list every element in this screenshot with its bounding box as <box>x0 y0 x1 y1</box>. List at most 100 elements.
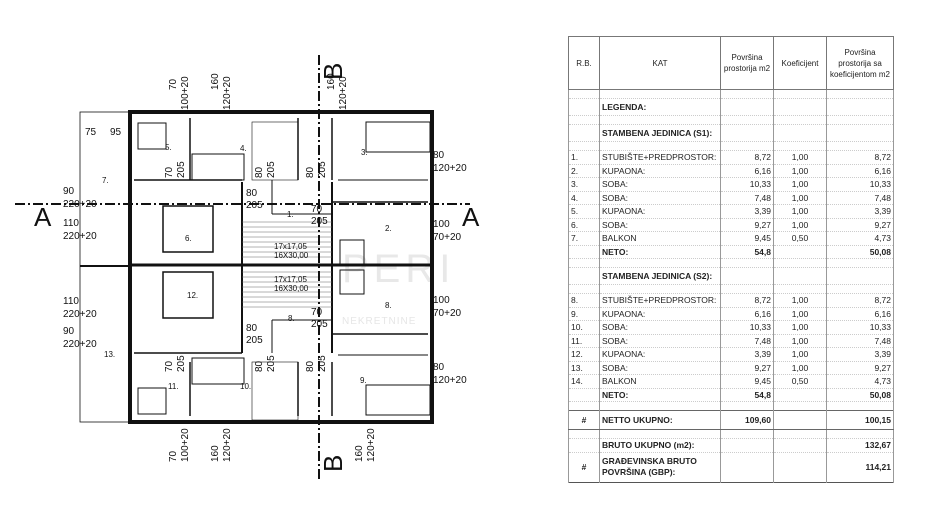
dimension-label: 160 <box>354 445 365 462</box>
plan-element <box>365 121 431 153</box>
cell-kat: NETO: <box>599 244 721 259</box>
cell-koef: 1,00 <box>773 204 827 219</box>
header-kat: KAT <box>599 36 721 90</box>
cell-kat: SOBA: <box>599 333 721 348</box>
dimension-label: 110 <box>63 218 79 229</box>
cell-kat: SOBA: <box>599 190 721 205</box>
dimension-label: 80 <box>305 166 316 178</box>
stair-spec: 17x17,05 <box>274 242 307 251</box>
cell-povk: 7,48 <box>826 190 894 205</box>
cell-pov <box>720 89 774 99</box>
dimension-label: 70 <box>168 450 179 462</box>
cell-povk <box>826 429 894 439</box>
cell-koef: 1,00 <box>773 320 827 335</box>
cell-kat <box>599 401 721 411</box>
cell-koef: 1,00 <box>773 217 827 232</box>
room-number: 1. <box>287 210 294 219</box>
room-number: 7. <box>102 176 109 185</box>
cell-rb: 11. <box>568 333 600 348</box>
dimension-label: 80 <box>305 360 316 372</box>
cell-povk: 4,73 <box>826 231 894 246</box>
cell-koef <box>773 124 827 142</box>
cell-pov: 109,60 <box>720 410 774 430</box>
dimension-label: 70 <box>311 204 323 215</box>
table-row-blank <box>568 401 894 411</box>
dimension-label: 120+20 <box>433 163 467 174</box>
cell-pov <box>720 124 774 142</box>
cell-pov <box>720 141 774 151</box>
dimension-label: 70 <box>164 360 175 372</box>
cell-rb <box>568 141 600 151</box>
dimension-label: 100+20 <box>180 76 191 110</box>
cell-kat <box>599 429 721 439</box>
cell-povk: 8,72 <box>826 150 894 165</box>
table-row-blank <box>568 115 894 125</box>
room-number: 8. <box>385 301 392 310</box>
cell-pov: 10,33 <box>720 177 774 192</box>
cell-rb: 8. <box>568 293 600 308</box>
cell-povk: 3,39 <box>826 204 894 219</box>
dimension-label: 75 <box>85 127 97 138</box>
section-label: A <box>34 202 52 232</box>
stair-spec: 16X30,00 <box>274 251 309 260</box>
cell-koef: 1,00 <box>773 306 827 321</box>
dimension-label: 70+20 <box>433 232 462 243</box>
cell-povk: 50,08 <box>826 387 894 402</box>
cell-povk: 10,33 <box>826 320 894 335</box>
cell-pov: 9,45 <box>720 374 774 389</box>
cell-kat: SOBA: <box>599 320 721 335</box>
cell-koef: 1,00 <box>773 360 827 375</box>
cell-koef: 1,00 <box>773 347 827 362</box>
room-number: 9. <box>360 376 367 385</box>
dimension-label: 90 <box>63 186 75 197</box>
cell-povk <box>826 401 894 411</box>
cell-pov: 3,39 <box>720 204 774 219</box>
cell-pov: 6,16 <box>720 306 774 321</box>
room-number: 5. <box>165 143 172 152</box>
cell-koef <box>773 98 827 116</box>
cell-pov: 8,72 <box>720 293 774 308</box>
cell-koef <box>773 89 827 99</box>
cell-koef <box>773 387 827 402</box>
section-label: B <box>318 63 348 80</box>
cell-povk <box>826 115 894 125</box>
dimension-label: 100 <box>433 219 450 230</box>
cell-pov <box>720 267 774 285</box>
dimension-label: 220+20 <box>63 309 97 320</box>
cell-pov: 9,27 <box>720 360 774 375</box>
table-row-blank <box>568 89 894 99</box>
area-table: R.B. KAT Površina prostorija m2 Koeficij… <box>568 36 894 483</box>
cell-rb <box>568 258 600 268</box>
cell-kat: STUBIŠTE+PREDPROSTOR: <box>599 150 721 165</box>
cell-povk: 50,08 <box>826 244 894 259</box>
table-row-gbp: #GRAĐEVINSKA BRUTO POVRŠINA (GBP):114,21 <box>568 451 894 483</box>
cell-povk <box>826 89 894 99</box>
plan-element <box>137 387 167 415</box>
cell-kat: STAMBENA JEDINICA (S2): <box>599 267 721 285</box>
cell-kat: KUPAONA: <box>599 306 721 321</box>
dimension-label: 80 <box>246 188 258 199</box>
plan-element <box>191 357 245 385</box>
cell-koef <box>773 267 827 285</box>
table-row-section: LEGENDA: <box>568 98 894 116</box>
cell-rb <box>568 98 600 116</box>
cell-pov: 7,48 <box>720 190 774 205</box>
header-area: Površina prostorija m2 <box>720 36 774 90</box>
table-row-total: BRUTO UKUPNO (m2):132,67 <box>568 438 894 453</box>
plan-element <box>251 121 299 181</box>
cell-povk: 4,73 <box>826 374 894 389</box>
cell-rb: 10. <box>568 320 600 335</box>
cell-koef <box>773 258 827 268</box>
dimension-label: 95 <box>110 127 122 138</box>
dimension-label: 205 <box>311 216 328 227</box>
